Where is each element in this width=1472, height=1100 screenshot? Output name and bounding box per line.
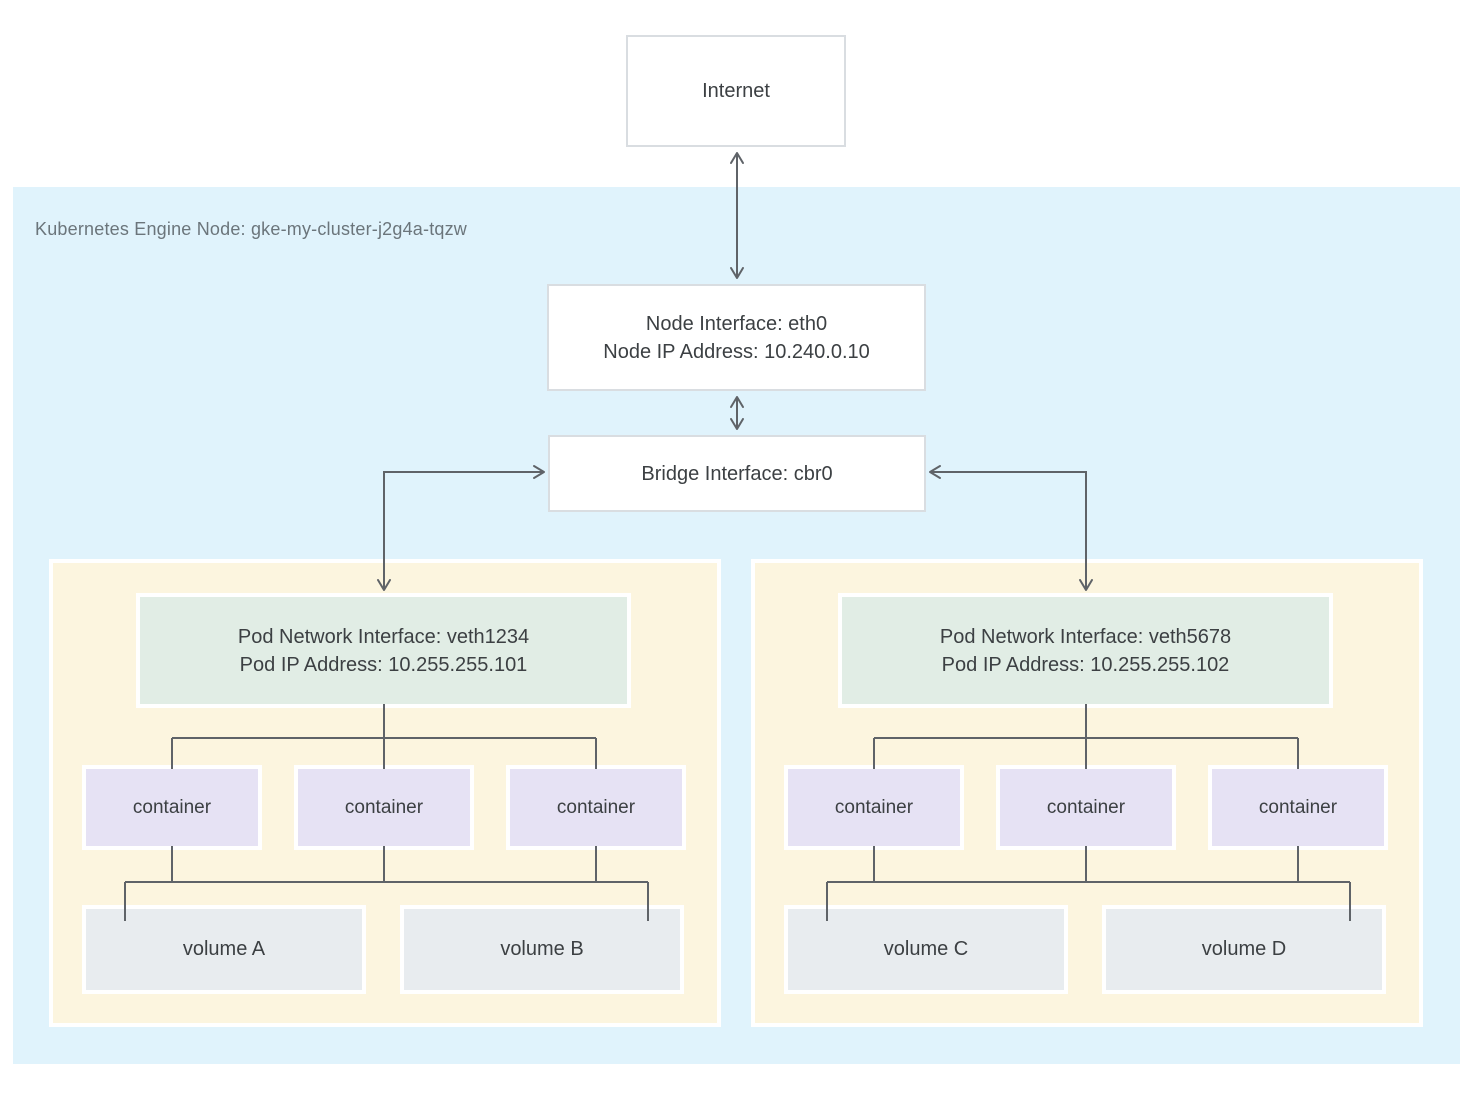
pod-2: Pod Network Interface: veth5678 Pod IP A… (755, 563, 1419, 1023)
volume-label: volume A (182, 938, 266, 960)
pod-2-container-1: container (788, 769, 960, 846)
node-interface-name: Node Interface: eth0 (645, 312, 828, 335)
pod-2-volume-d: volume D (1106, 909, 1382, 990)
bridge-interface-label: Bridge Interface: cbr0 (641, 462, 833, 485)
pod-1-interface-name: Pod Network Interface: veth1234 (237, 625, 530, 648)
pod-1-ip-address: Pod IP Address: 10.255.255.101 (239, 653, 528, 676)
container-label: container (556, 796, 636, 818)
pod-2-network-interface-box: Pod Network Interface: veth5678 Pod IP A… (842, 597, 1329, 704)
internet-box: Internet (626, 35, 846, 147)
node-interface-box: Node Interface: eth0 Node IP Address: 10… (547, 284, 926, 391)
volume-label: volume D (1201, 938, 1287, 960)
pod-2-interface-name: Pod Network Interface: veth5678 (939, 625, 1232, 648)
pod-2-container-3: container (1212, 769, 1384, 846)
pod-1-volume-b: volume B (404, 909, 680, 990)
k8s-node-region-label: Kubernetes Engine Node: gke-my-cluster-j… (35, 219, 468, 239)
container-label: container (1258, 796, 1338, 818)
volume-label: volume C (883, 938, 969, 960)
container-label: container (1046, 796, 1126, 818)
pod-1-volume-a: volume A (86, 909, 362, 990)
bridge-interface-box: Bridge Interface: cbr0 (548, 435, 926, 512)
container-label: container (132, 796, 212, 818)
pod-1-container-1: container (86, 769, 258, 846)
container-label: container (834, 796, 914, 818)
pod-2-volume-c: volume C (788, 909, 1064, 990)
node-ip-address: Node IP Address: 10.240.0.10 (603, 340, 870, 363)
internet-label: Internet (702, 80, 770, 102)
container-label: container (344, 796, 424, 818)
volume-label: volume B (500, 938, 584, 960)
pod-2-ip-address: Pod IP Address: 10.255.255.102 (941, 653, 1230, 676)
pod-1: Pod Network Interface: veth1234 Pod IP A… (53, 563, 717, 1023)
pod-1-container-3: container (510, 769, 682, 846)
pod-1-network-interface-box: Pod Network Interface: veth1234 Pod IP A… (140, 597, 627, 704)
pod-2-container-2: container (1000, 769, 1172, 846)
pod-1-container-2: container (298, 769, 470, 846)
